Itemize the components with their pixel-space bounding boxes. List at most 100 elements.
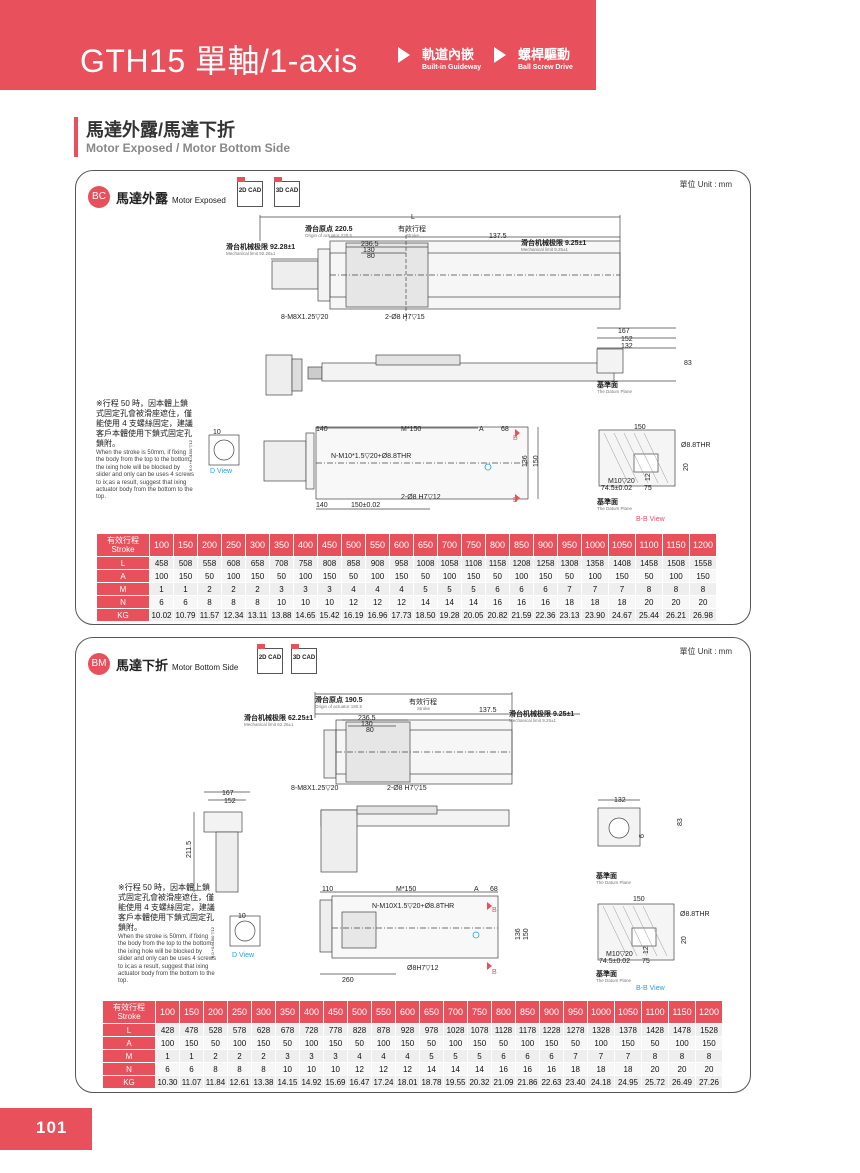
cell: 3 (269, 582, 294, 596)
stroke-note-en: When the stroke is 50mm, if fixing the b… (118, 934, 217, 985)
cell: 8 (668, 1049, 696, 1063)
cell: 8 (245, 595, 270, 609)
cell: 23.40 (563, 1075, 588, 1089)
bb-view-label: B-B View (636, 985, 666, 992)
dim-150pm: 150±0.02 (351, 502, 380, 509)
cell: 12 (395, 1062, 420, 1076)
cell: 2 (245, 582, 270, 596)
cell: 3 (317, 582, 342, 596)
datum-en: The Datum Plane (596, 880, 632, 885)
panel-title-en: Motor Exposed (172, 196, 226, 205)
cell: 14.65 (293, 608, 318, 622)
cell: 20 (695, 1062, 723, 1076)
dim-6tol: 6.0 +0.015/0 ▽12 (210, 926, 215, 958)
cell: 8 (689, 582, 717, 596)
cell: 17.24 (371, 1075, 396, 1089)
stroke-note: ※行程 50 時，因本體上鎖式固定孔會被滑座遮住，僅能使用 4 支螺絲固定，建議… (96, 399, 196, 502)
cell: 1478 (668, 1023, 696, 1037)
cell: 8 (635, 582, 663, 596)
dim-80: 80 (366, 727, 374, 734)
cell: 3 (293, 582, 318, 596)
cell: 100 (509, 569, 534, 583)
cell: 1458 (635, 556, 663, 570)
cell: 7 (581, 582, 609, 596)
stroke-col: 300 (251, 1000, 276, 1024)
pin2-spec: Ø8H7▽12 (407, 965, 439, 972)
stroke-en: Stroke (406, 233, 420, 238)
label-B-top: B (492, 907, 497, 914)
cell: 1058 (437, 556, 462, 570)
cell: 6 (533, 582, 558, 596)
cell: 2 (251, 1049, 276, 1063)
table-row-M: M 1 1 2 2 2 3 3 3 4 4 4 5 5 5 6 6 6 7 7 … (102, 1049, 723, 1063)
bb-745: 74.5±0.02 (599, 958, 630, 965)
row-label: N (96, 595, 150, 609)
cell: 18 (587, 1062, 615, 1076)
dim-132: 132 (621, 343, 633, 350)
bb-thr: Ø8.8THR (680, 911, 710, 918)
cell: 50 (641, 1036, 669, 1050)
dim-130: 130 (361, 721, 373, 728)
cell: 1078 (467, 1023, 492, 1037)
cell: 4 (347, 1049, 372, 1063)
bb-75: 75 (642, 958, 650, 965)
table-row-A: A 100 150 50 100 150 50 100 150 50 100 1… (102, 1036, 723, 1050)
bb-thr: Ø8.8THR (681, 442, 711, 449)
stroke-col: 650 (413, 533, 438, 557)
cell: 1278 (563, 1023, 588, 1037)
bb-745: 74.5±0.02 (601, 485, 632, 492)
bb-12: 12 (645, 473, 652, 481)
section-title-en: Motor Exposed / Motor Bottom Side (86, 141, 290, 155)
cell: 10 (293, 595, 318, 609)
dim-m150: M*150 (401, 426, 421, 433)
dim-6tol: 6.0 +0.015/0 ▽12 (188, 439, 193, 471)
cell: 5 (419, 1049, 444, 1063)
cad-2d-button[interactable]: 2D CAD (237, 177, 263, 207)
dim-L: L (411, 214, 415, 221)
cell: 1408 (608, 556, 636, 570)
cell: 150 (179, 1036, 204, 1050)
drawing-motor-bottom: 滑台原点 190.5 Origin of actuator 190.5 有效行程… (186, 692, 710, 992)
table-row-KG: KG 10.02 10.79 11.57 12.34 13.11 13.88 1… (96, 608, 717, 622)
stroke-col: 850 (509, 533, 534, 557)
stroke-col: 300 (245, 533, 270, 557)
bb-view-label: B-B View (636, 516, 666, 523)
dim-140: 140 (316, 426, 328, 433)
cell: 3 (323, 1049, 348, 1063)
cell: 100 (293, 569, 318, 583)
cell: 16 (509, 595, 534, 609)
cad-3d-button[interactable]: 3D CAD (274, 177, 300, 207)
cell: 21.86 (515, 1075, 540, 1089)
cad-3d-button[interactable]: 3D CAD (291, 644, 317, 674)
bb-m10: M10▽20 (606, 951, 633, 958)
label-B-bottom: B (513, 497, 518, 504)
arrow-right-icon (494, 47, 506, 63)
cell: 3 (299, 1049, 324, 1063)
cell: 12 (365, 595, 390, 609)
cell: 6 (509, 582, 534, 596)
cell: 14 (419, 1062, 444, 1076)
cell: 12 (371, 1062, 396, 1076)
cell: 150 (389, 569, 414, 583)
cell: 18 (557, 595, 582, 609)
cell: 16 (515, 1062, 540, 1076)
cad-2d-button[interactable]: 2D CAD (257, 644, 283, 674)
label-B-bottom: B (492, 969, 497, 976)
cell: 23.90 (581, 608, 609, 622)
cell: 13.88 (269, 608, 294, 622)
origin-label: 滑台原点 220.5 (305, 224, 353, 233)
label-A: A (479, 426, 484, 433)
cell: 4 (365, 582, 390, 596)
cell: 50 (413, 569, 438, 583)
spec-table-motor-exposed: 有效行程 Stroke 100 150 200 250 300 350 400 … (96, 533, 717, 622)
cell: 5 (443, 1049, 468, 1063)
bb-datum: 基準面 (595, 969, 617, 978)
cell: 6 (149, 595, 174, 609)
origin-en: Origin of actuator 220.5 (305, 233, 353, 238)
stroke-head-en: Stroke (117, 1012, 141, 1021)
dim-10: 10 (213, 429, 221, 436)
cell: 14.92 (299, 1075, 324, 1089)
stroke-head-en: Stroke (111, 545, 135, 554)
stroke-col: 1000 (587, 1000, 615, 1024)
panel-title-zh: 馬達外露 (116, 191, 169, 206)
